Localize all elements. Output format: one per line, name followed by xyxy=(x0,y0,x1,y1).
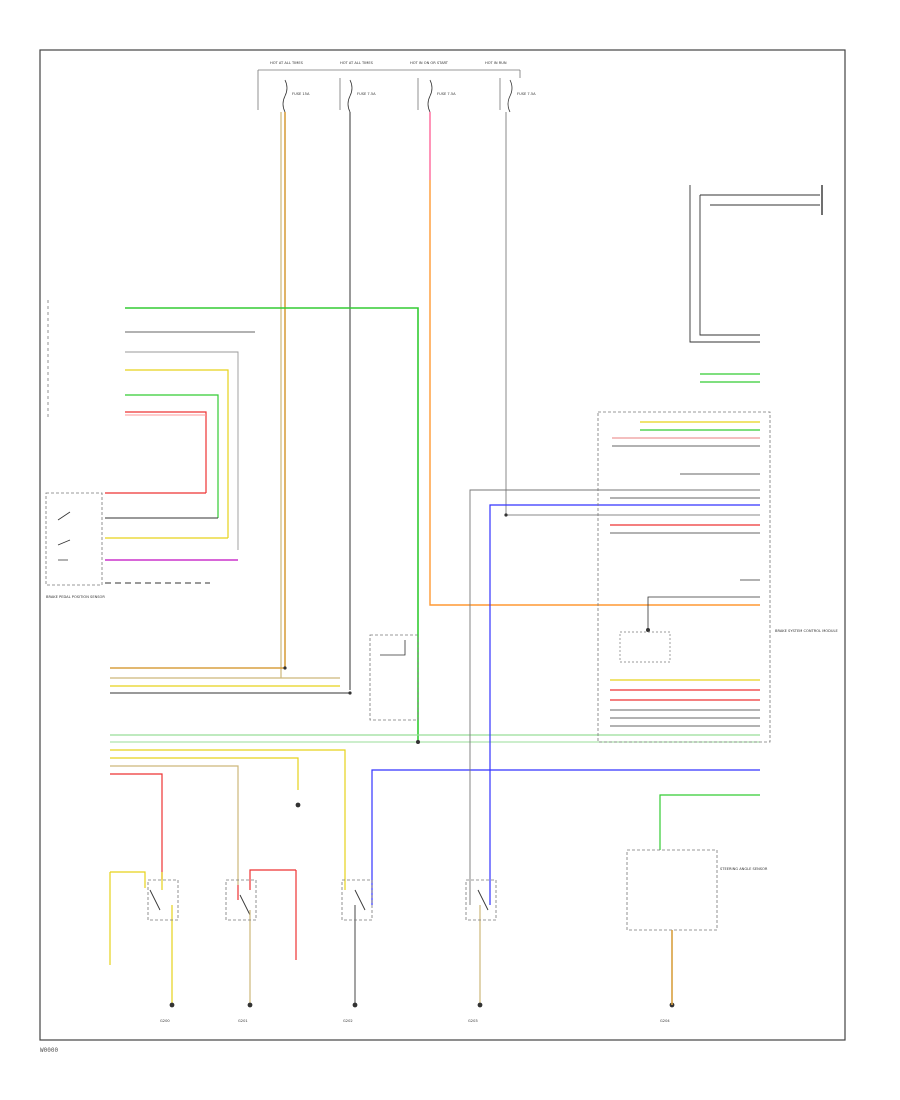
pedal-sensor-lower-wires xyxy=(105,492,238,584)
wire-gray-1 xyxy=(505,112,760,516)
ground-label-4: G203 xyxy=(468,1019,478,1023)
ground-points: G200 G201 G202 G203 G204 xyxy=(160,802,675,1023)
fuse-feed-wires xyxy=(280,112,760,690)
right-green-stubs xyxy=(700,373,760,383)
mid-connector-wires xyxy=(110,667,350,694)
middle-module xyxy=(369,634,419,721)
brake-pedal-position-sensor: BRAKE PEDAL POSITION SENSOR xyxy=(45,492,105,599)
wire-blue-2 xyxy=(489,504,760,905)
brake-system-control-module: BRAKE SYSTEM CONTROL MODULE xyxy=(597,411,839,743)
fuse-1-label: FUSE 15A xyxy=(292,92,310,96)
top-right-connector xyxy=(689,185,823,343)
fuse-hot-label-1: HOT AT ALL TIMES xyxy=(270,61,304,65)
pedal-sensor-wires xyxy=(125,351,239,550)
fuse-3-label: FUSE 7.5A xyxy=(437,92,456,96)
right-module-label: BRAKE SYSTEM CONTROL MODULE xyxy=(775,629,839,633)
diagram-frame xyxy=(39,49,846,1041)
ground-label-5: G204 xyxy=(660,1019,670,1023)
fuse-block: HOT AT ALL TIMES HOT AT ALL TIMES HOT IN… xyxy=(257,61,536,113)
footer-code: W0000 xyxy=(40,1047,59,1054)
wire-blue-1 xyxy=(371,769,760,905)
bottom-sensor-label: STEERING ANGLE SENSOR xyxy=(720,867,768,871)
fuse-2: FUSE 7.5A xyxy=(339,78,376,113)
wire-green-2 xyxy=(659,794,760,850)
fuse-hot-label-4: HOT IN RUN xyxy=(485,61,507,65)
fuse-3: FUSE 7.5A xyxy=(417,78,456,113)
lower-connector-wires xyxy=(110,734,760,890)
fuse-hot-label-2: HOT AT ALL TIMES xyxy=(340,61,374,65)
fuse-1: FUSE 15A xyxy=(257,78,310,113)
pedal-sensor-label: BRAKE PEDAL POSITION SENSOR xyxy=(46,595,105,599)
wire-orange-1 xyxy=(429,180,760,606)
fuse-hot-label-3: HOT IN ON OR START xyxy=(410,61,449,65)
ground-label-2: G201 xyxy=(238,1019,248,1023)
ground-label-3: G202 xyxy=(343,1019,353,1023)
wire-green-1 xyxy=(125,307,419,742)
fuse-4: FUSE 7.5A xyxy=(499,78,536,113)
fuse-4-label: FUSE 7.5A xyxy=(517,92,536,96)
wire-gray-2 xyxy=(469,489,760,905)
bottom-switches xyxy=(109,869,497,1005)
splice-points xyxy=(283,513,508,744)
fuse-2-label: FUSE 7.5A xyxy=(357,92,376,96)
ground-label-1: G200 xyxy=(160,1019,170,1023)
steering-angle-sensor: STEERING ANGLE SENSOR xyxy=(626,849,768,1005)
